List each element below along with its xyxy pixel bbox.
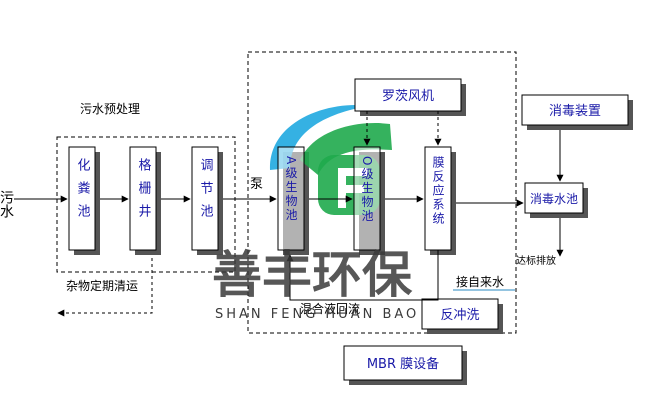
pump-label: 泵 [250,177,263,192]
a-tank-label: A级生物池 [284,156,298,222]
debris-label: 杂物定期清运 [66,278,138,293]
blower-box [354,78,462,112]
septic-tank-label: 化粪池 [75,158,91,227]
disinfect-device-box [521,94,629,126]
membrane-system-box [424,146,452,251]
pretreatment-group-border [56,136,236,273]
screen-well-label: 格栅井 [136,157,152,227]
inlet-label: 污水 [0,190,14,218]
pretreatment-label: 污水预处理 [80,102,140,116]
backwash-label: 反冲洗 [440,308,479,323]
recycle-line [286,250,439,301]
o-tank-box [353,146,381,251]
recycle-label: 混合液回流 [300,301,360,316]
disinfect-pool-label: 消毒水池 [530,192,578,206]
debris-arrow [57,258,153,317]
a-tank-box [277,146,305,251]
tap-water-label: 接自来水 [456,274,504,289]
septic-tank-box [68,146,96,251]
blower-label: 罗茨风机 [382,89,434,104]
mbr-device-box [343,345,463,381]
disinfect-pool-box [524,182,584,214]
mbr-device-label: MBR 膜设备 [367,356,439,372]
screen-well-box [129,146,157,251]
regulating-tank-box [191,146,219,251]
regulating-tank-label: 调节池 [198,158,214,227]
watermark-en: SHAN FENG HUAN BAO [215,307,419,322]
discharge-label: 达标排放 [516,254,556,267]
mbr-group-border [247,51,517,334]
disinfect-device-label: 消毒装置 [549,104,601,119]
watermark-cn: 善丰环保 [212,246,413,304]
o-tank-label: O级生物池 [360,156,374,223]
backwash-box [421,298,499,330]
membrane-system-label: 膜反应系统 [431,156,445,226]
